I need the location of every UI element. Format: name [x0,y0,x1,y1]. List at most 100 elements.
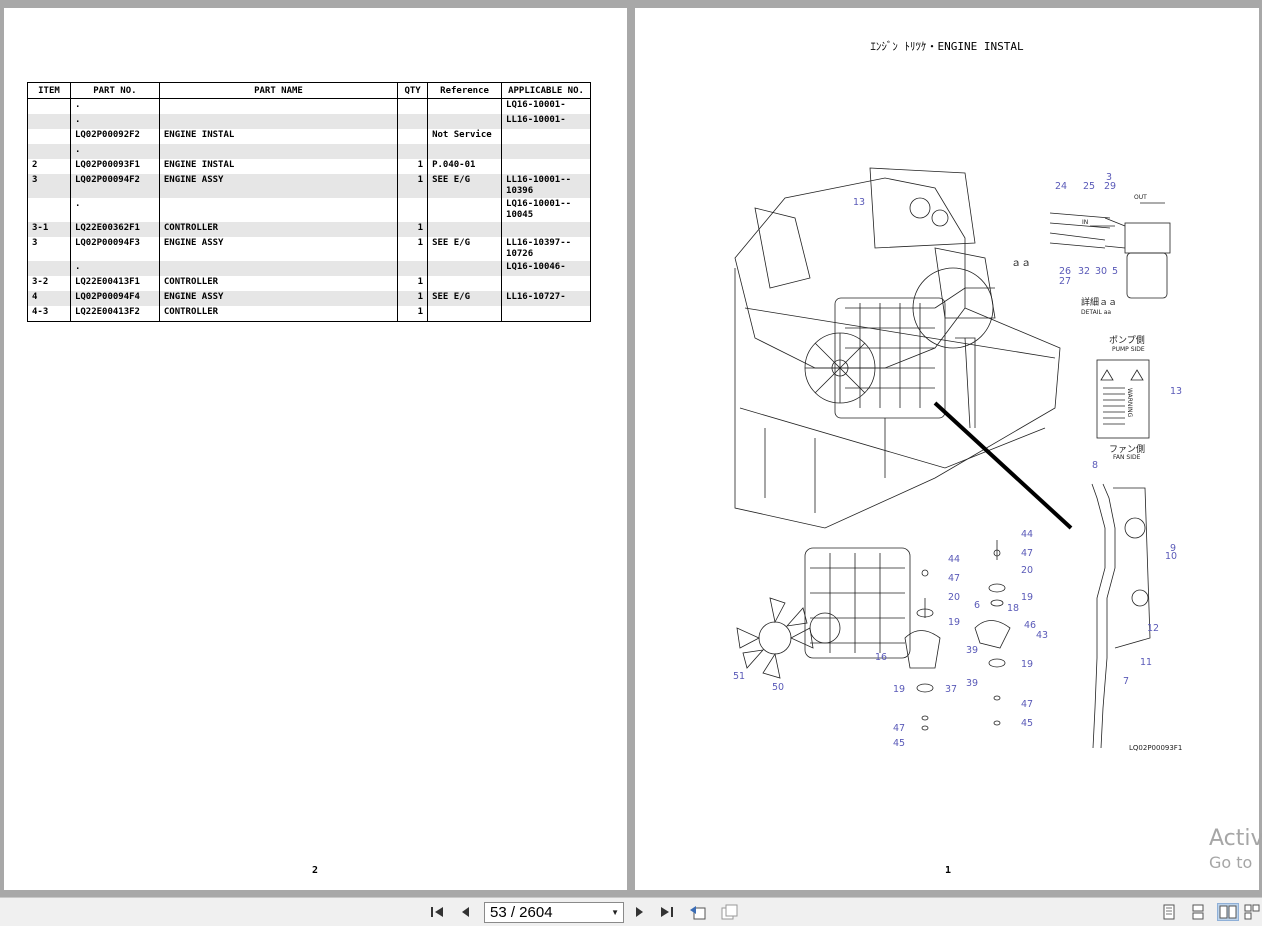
cell-item [27,144,71,159]
callout-3: 3 [1106,172,1112,183]
callout-19-left: 19 [948,617,960,628]
callout-39-lower: 39 [966,678,978,689]
cell-part-no: LQ02P00092F2 [69,129,160,144]
last-page-icon[interactable] [657,903,677,921]
cell-part-name: ENGINE INSTAL [158,129,399,144]
cell-part-no: LQ22E00413F1 [69,276,160,291]
continuous-view-icon[interactable] [1187,903,1209,921]
cell-item: 2 [27,159,71,174]
callout-46: 46 [1024,620,1036,631]
cell-applicable-no: LQ16-10046- [501,261,591,276]
callout-11: 11 [1140,657,1152,668]
fan-drawing [736,597,814,679]
engine-drawing [804,267,995,429]
right-page-number: 1 [945,865,952,876]
cell-applicable-no: LL16-10727- [501,291,591,306]
fan-side-jp: ファン側 [1109,443,1145,455]
previous-page-icon[interactable] [455,903,475,921]
cell-part-no: LQ22E00362F1 [69,222,160,237]
cell-qty: 1 [397,222,429,237]
warning-label-drawing [1096,359,1150,439]
lower-engine-drawing [804,547,911,659]
cell-reference: Not Service [427,129,503,144]
callout-45-left: 45 [893,738,905,749]
fan-side-en: FAN SIDE [1113,454,1141,461]
first-page-icon[interactable] [427,903,447,921]
in-label: IN [1082,219,1088,226]
facing-view-icon[interactable] [1217,903,1239,921]
cell-reference: SEE E/G [427,291,503,306]
cell-part-no: LQ02P00093F1 [69,159,160,174]
cell-part-name: ENGINE ASSY [158,291,399,306]
cell-qty [397,198,429,222]
go-back-view-icon[interactable] [688,903,708,921]
cell-part-no: . [69,198,160,222]
cell-reference [427,261,503,276]
callout-30: 30 [1095,266,1107,277]
detail-aa-drawing [1049,202,1171,299]
cell-reference [427,306,503,322]
cell-part-name: CONTROLLER [158,276,399,291]
callout-51: 51 [733,671,745,682]
cell-item: 3-1 [27,222,71,237]
next-page-icon[interactable] [630,903,650,921]
out-label: OUT [1134,194,1147,201]
cell-qty: 1 [397,237,429,261]
callout-43: 43 [1036,630,1048,641]
cell-reference [427,98,503,114]
single-page-view-icon[interactable] [1158,903,1180,921]
right-document-page: ｴﾝｼﾞﾝ ﾄﾘﾂｹ・ENGINE INSTAL [635,8,1259,890]
callout-27: 27 [1059,276,1071,287]
callout-47-lower-right: 47 [1021,699,1033,710]
detail-label-jp: 詳細ａａ [1081,296,1117,308]
engine-install-diagram: 3 29 24 25 26 27 32 30 5 13 13 8 9 10 12… [733,167,1182,752]
cell-reference [427,114,503,129]
cell-part-name: CONTROLLER [158,222,399,237]
callout-19-lower-left: 19 [893,684,905,695]
continuous-facing-view-icon[interactable] [1242,903,1262,921]
callout-50: 50 [772,682,784,693]
pump-side-en: PUMP SIDE [1112,346,1145,353]
callout-13-label: 13 [1170,386,1182,397]
callout-10: 10 [1165,551,1177,562]
cell-item: 4-3 [27,306,71,322]
cell-qty: 1 [397,276,429,291]
page-number-select[interactable]: 53 / 2604 ▼ [484,902,624,923]
header-part-name: PART NAME [158,82,399,99]
activation-watermark: Activ Go to [1209,826,1262,872]
callout-29: 29 [1104,181,1116,192]
cell-part-name [158,261,399,276]
cell-item: 3-2 [27,276,71,291]
cell-part-name: ENGINE INSTAL [158,159,399,174]
cell-qty [397,261,429,276]
cell-reference [427,222,503,237]
cell-applicable-no: LL16-10001- [501,114,591,129]
cell-reference [427,144,503,159]
cell-applicable-no [501,306,591,322]
cell-part-no: . [69,114,160,129]
engine-mounts-drawing [904,540,1011,731]
cell-applicable-no [501,129,591,144]
watermark-line-1: Activ [1209,826,1262,851]
callout-9: 9 [1170,543,1176,554]
cell-qty [397,144,429,159]
callout-13-main: 13 [853,197,865,208]
callout-32: 32 [1078,266,1090,277]
diagram-title: ｴﾝｼﾞﾝ ﾄﾘﾂｹ・ENGINE INSTAL [870,40,1024,53]
header-part-no: PART NO. [69,82,160,99]
header-item: ITEM [27,82,71,99]
cell-part-no: LQ02P00094F3 [69,237,160,261]
warning-text: WARNING [1126,388,1133,418]
callout-47-right: 47 [1021,548,1033,559]
go-forward-view-icon[interactable] [719,903,739,921]
cell-part-no: . [69,261,160,276]
cell-reference: P.040-01 [427,159,503,174]
cell-qty [397,129,429,144]
callout-37: 37 [945,684,957,695]
cell-item: 3 [27,174,71,198]
